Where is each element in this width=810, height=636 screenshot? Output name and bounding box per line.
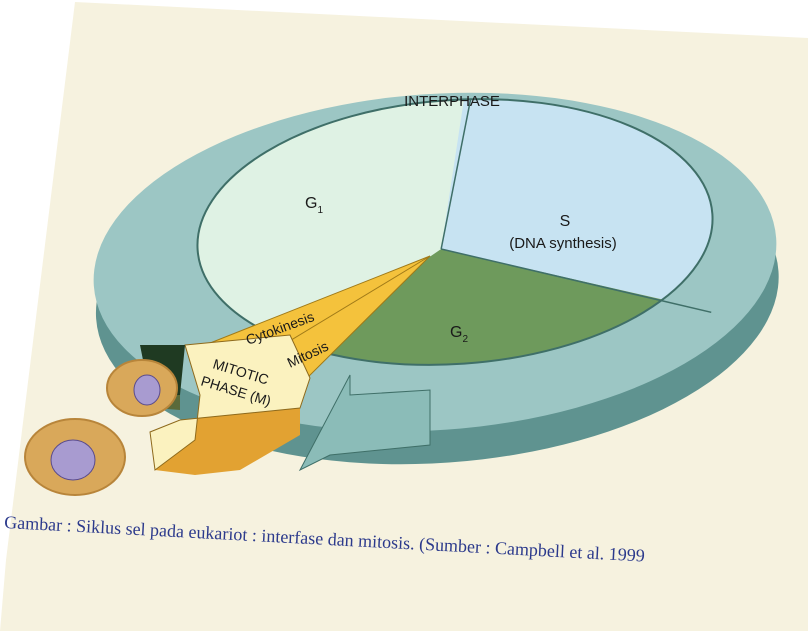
divider-g1-s	[440, 98, 472, 250]
g1-label: G1	[305, 195, 323, 216]
interphase-label: INTERPHASE	[404, 93, 500, 110]
mitotic-arrow	[149, 334, 311, 471]
g2-label: G2	[450, 324, 468, 345]
s-sublabel: (DNA synthesis)	[509, 235, 617, 252]
s-label: S	[560, 213, 571, 230]
divider-s-g2	[440, 248, 712, 314]
phase-g2-sector	[307, 249, 722, 382]
nucleus-2	[50, 439, 96, 481]
disc-outline	[196, 98, 714, 366]
return-arrow	[298, 374, 431, 472]
nucleus-1	[133, 374, 161, 406]
